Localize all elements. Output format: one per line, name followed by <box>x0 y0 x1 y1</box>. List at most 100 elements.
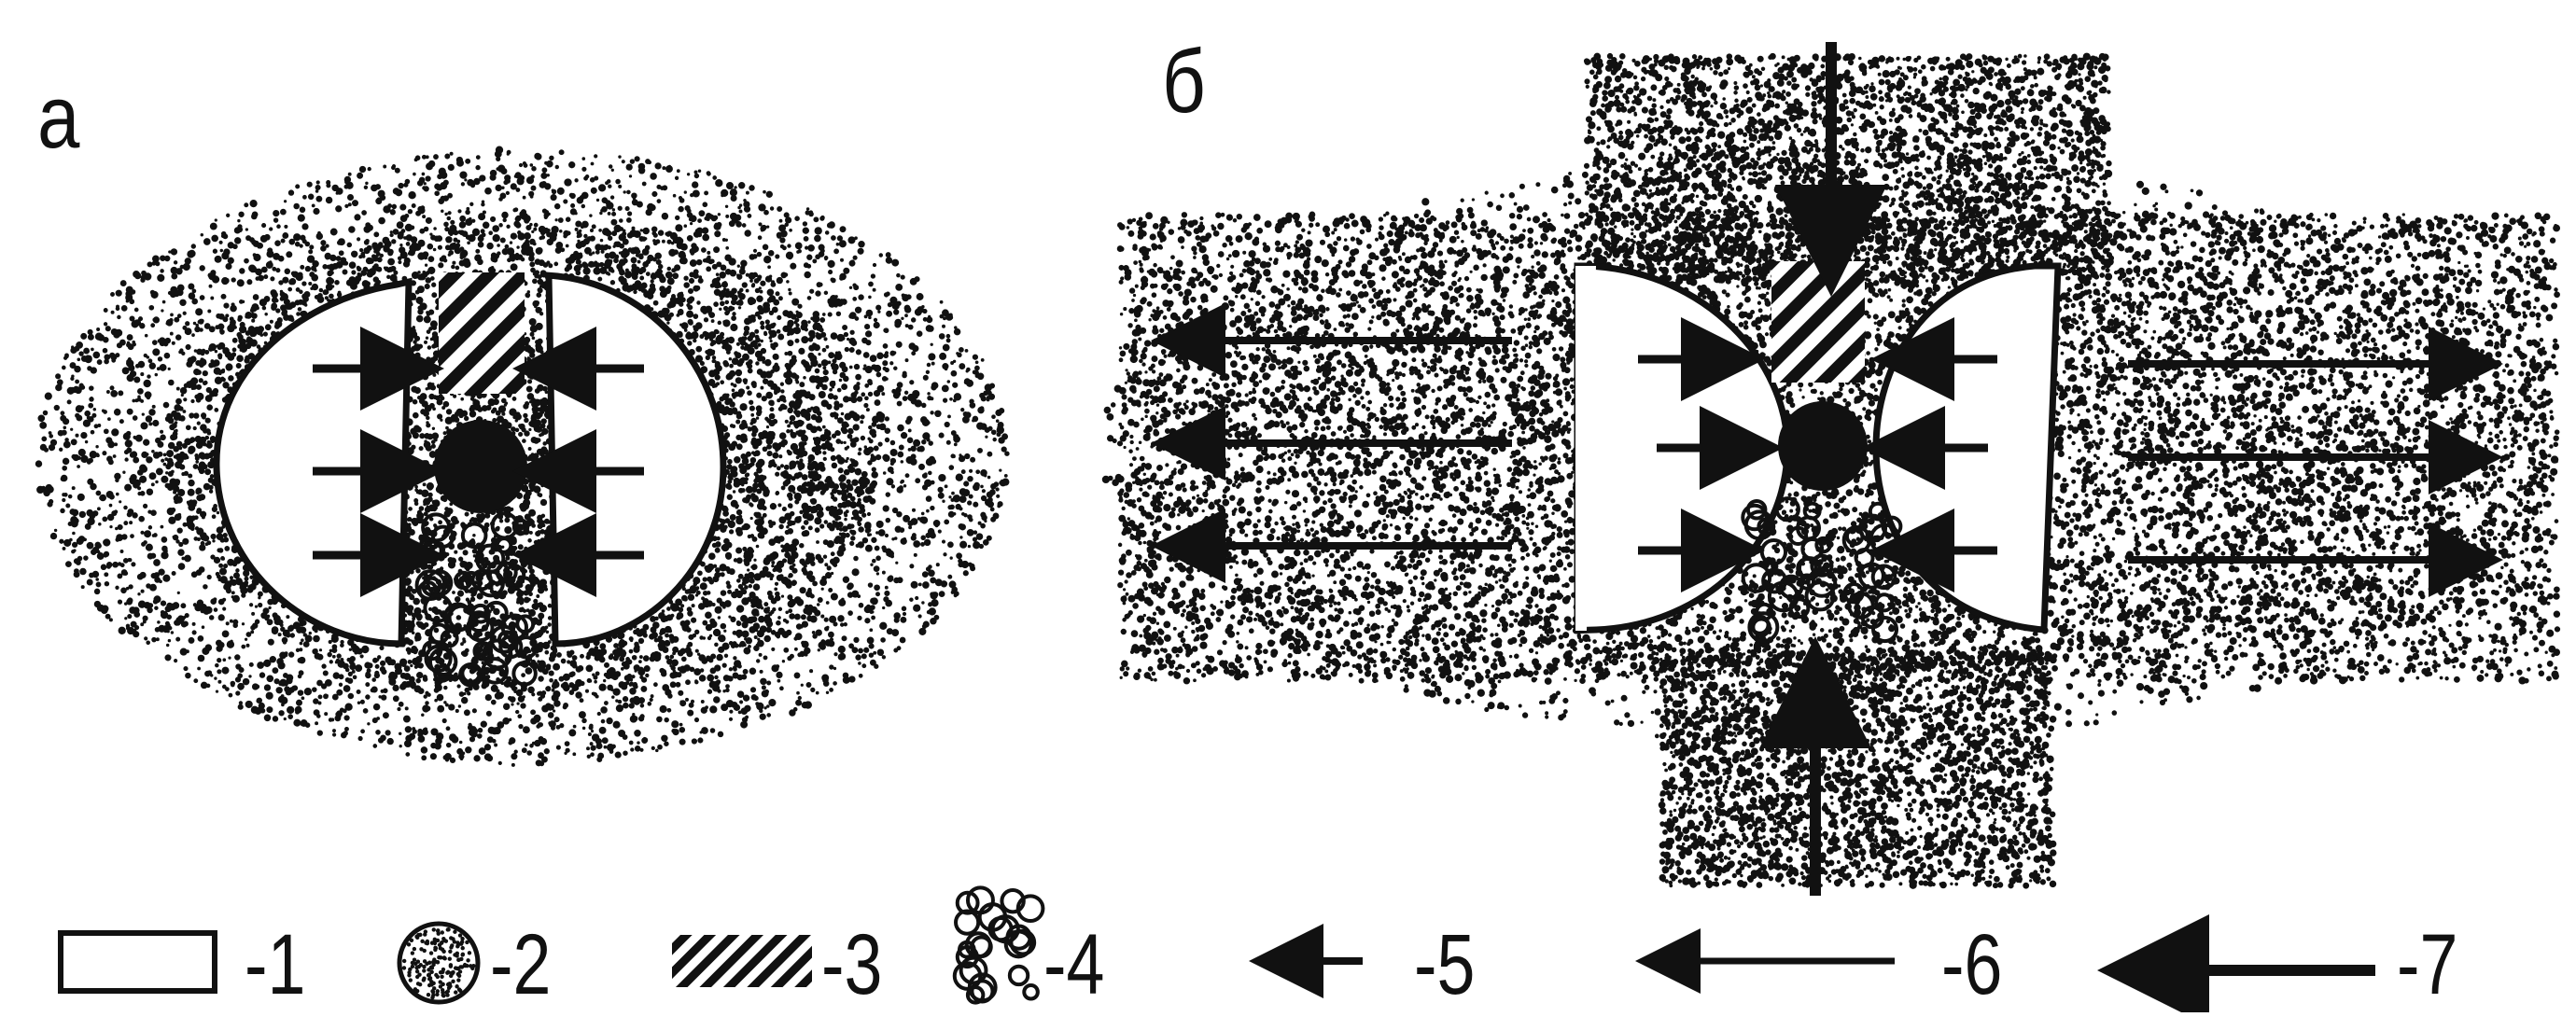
diagram-shapes <box>213 42 2503 896</box>
stipple-dots <box>1583 52 2113 284</box>
panel-label-b: б <box>1162 32 1206 132</box>
legend-stipple <box>417 982 423 987</box>
legend-stipple <box>456 957 461 963</box>
granule <box>1871 616 1899 644</box>
legend-stipple <box>449 970 454 976</box>
panel-label-a: а <box>37 67 80 167</box>
legend-stipple <box>418 932 423 938</box>
legend-stipple <box>459 965 465 969</box>
legend-stipple <box>439 955 443 960</box>
legend-stipple <box>435 992 440 997</box>
legend-stipple <box>438 984 443 989</box>
legend-stipple <box>456 978 461 982</box>
legend-stipple <box>445 989 451 994</box>
legend-stipple <box>410 960 415 966</box>
legend-stipple <box>431 962 436 968</box>
granule <box>514 635 539 660</box>
legend-stipple <box>452 940 457 944</box>
legend-stipple <box>434 972 439 978</box>
legend-stipple <box>467 951 472 955</box>
legend-stipple <box>438 980 442 984</box>
granule <box>1804 580 1836 612</box>
legend-stipple <box>448 949 453 954</box>
legend-symbol-4-granule <box>954 909 981 936</box>
legend-stipple <box>453 953 457 957</box>
legend-stipple <box>414 988 420 994</box>
legend-stipple <box>453 929 457 934</box>
granule <box>1797 556 1822 580</box>
legend-stipple <box>428 951 434 955</box>
legend-symbol-4-granule <box>1000 887 1026 914</box>
granule <box>1774 496 1800 522</box>
legend-symbol-4-granule <box>977 902 1008 932</box>
legend-stipple <box>412 957 417 962</box>
legend-symbol-1 <box>58 930 217 994</box>
legend-label-4: -4 <box>1043 917 1105 1012</box>
legend-stipple <box>410 951 415 955</box>
legend-stipple <box>432 937 437 941</box>
legend-stipple <box>440 987 445 993</box>
granule <box>1874 592 1895 613</box>
legend-stipple <box>427 982 432 988</box>
legend-stipple <box>427 960 432 965</box>
granule <box>477 569 505 598</box>
legend-stipple <box>412 946 417 952</box>
legend-stipple <box>422 976 427 981</box>
legend-stipple <box>470 966 475 971</box>
legend-symbol-3 <box>672 935 812 987</box>
legend-stipple <box>409 938 414 943</box>
legend-stipple <box>454 990 458 995</box>
hatched-bar-a <box>439 272 525 394</box>
legend-stipple <box>447 982 452 987</box>
cell-b-left-fill <box>1575 266 1596 631</box>
legend-stipple <box>441 949 446 954</box>
legend-stipple <box>465 940 469 945</box>
legend-stipple <box>420 939 425 944</box>
legend-label-1: -1 <box>245 917 306 1012</box>
legend-stipple <box>441 936 446 941</box>
legend-stipple <box>418 963 424 968</box>
legend-stipple <box>460 936 465 941</box>
legend-stipple <box>426 992 431 997</box>
legend-stipple <box>408 978 413 982</box>
legend-stipple <box>460 945 465 951</box>
legend-stipple <box>440 974 444 979</box>
legend-stipple <box>419 947 424 952</box>
granule <box>482 638 513 670</box>
legend-label-3: -3 <box>821 917 883 1012</box>
legend-stipple <box>457 933 463 938</box>
legend-stipple <box>422 959 427 964</box>
legend-stipple <box>449 945 454 950</box>
legend-label-2: -2 <box>490 917 552 1012</box>
nucleus-b <box>1778 401 1868 491</box>
legend-stipple <box>439 940 444 945</box>
legend-stipple <box>455 971 461 977</box>
legend-stipple <box>414 965 419 970</box>
legend-stipple <box>441 982 445 987</box>
legend-stipple <box>455 966 460 971</box>
granule <box>511 661 538 687</box>
nucleus-a <box>434 420 527 513</box>
legend-stipple <box>455 943 460 948</box>
legend-stipple <box>429 966 435 970</box>
legend-symbols <box>58 885 2375 1017</box>
legend-stipple <box>401 966 407 970</box>
granule <box>460 522 488 550</box>
legend-label-7: -7 <box>2397 917 2458 1012</box>
legend-stipple <box>431 981 436 986</box>
granule <box>422 639 443 662</box>
granule <box>454 570 473 591</box>
legend-stipple <box>466 958 470 963</box>
legend-stipple <box>427 977 432 982</box>
legend-stipple <box>401 958 407 964</box>
legend-stipple <box>445 969 451 975</box>
granule <box>469 603 491 624</box>
hatched-bar-b <box>1771 261 1865 383</box>
legend-stipple <box>455 984 459 989</box>
legend-symbol-4-granule <box>965 985 986 1005</box>
legend-stipple <box>459 941 464 946</box>
legend-stipple <box>458 988 463 994</box>
legend-stipple <box>415 959 421 964</box>
legend-stipple <box>442 956 447 961</box>
